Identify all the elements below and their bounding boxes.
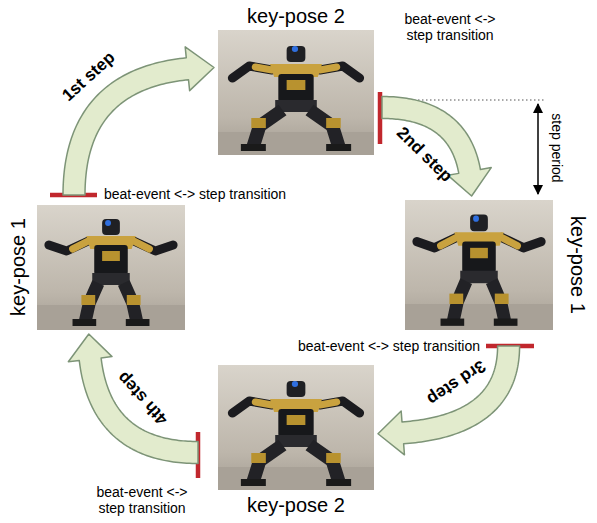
pose-label-holder: key-pose 2 <box>247 5 345 27</box>
pose-label: key-pose 1 <box>7 218 29 316</box>
step-arrow <box>378 346 520 455</box>
note-holder: beat-event <-> step transition <box>400 11 500 43</box>
period-label: step period <box>549 113 565 182</box>
note-holder: beat-event <-> step transition <box>298 338 480 354</box>
step-label-holder: 4th step <box>114 368 172 429</box>
step-label: 4th step <box>113 369 171 430</box>
pose-label-holder: key-pose 1 <box>7 218 29 316</box>
beat-note: beat-event <-> step transition <box>298 338 480 354</box>
step-label: 2nd step <box>393 123 456 186</box>
period-arrow <box>537 104 539 194</box>
step-label: 3rd step <box>424 356 489 409</box>
note-holder: step period <box>549 113 565 182</box>
photo-node: key-pose 2 <box>218 365 374 490</box>
robot-photo <box>37 205 185 330</box>
robot-photo <box>218 365 374 490</box>
note-holder: beat-event <-> step transition <box>92 484 192 516</box>
robot-photo <box>405 200 553 330</box>
beat-note: beat-event <-> step transition <box>404 11 495 43</box>
pose-label-holder: key-pose 2 <box>247 494 345 516</box>
pose-label: key-pose 1 <box>567 216 589 314</box>
note-holder: beat-event <-> step transition <box>104 186 286 202</box>
pose-label: key-pose 2 <box>247 494 345 516</box>
photo-node: key-pose 1 <box>37 205 185 330</box>
pose-label: key-pose 2 <box>247 5 345 27</box>
step-label-holder: 2nd step <box>392 124 455 186</box>
step-arrow <box>68 334 198 464</box>
step-label: 1st step <box>58 48 118 105</box>
pose-label-holder: key-pose 1 <box>567 216 589 314</box>
photo-node: key-pose 2 <box>218 30 374 155</box>
beat-note: beat-event <-> step transition <box>96 484 187 516</box>
beat-note: beat-event <-> step transition <box>104 186 286 202</box>
step-arrow <box>382 97 491 197</box>
step-label-holder: 3rd step <box>423 356 488 408</box>
photo-node: key-pose 1 <box>405 200 553 330</box>
step-label-holder: 1st step <box>59 49 119 106</box>
robot-photo <box>218 30 374 155</box>
